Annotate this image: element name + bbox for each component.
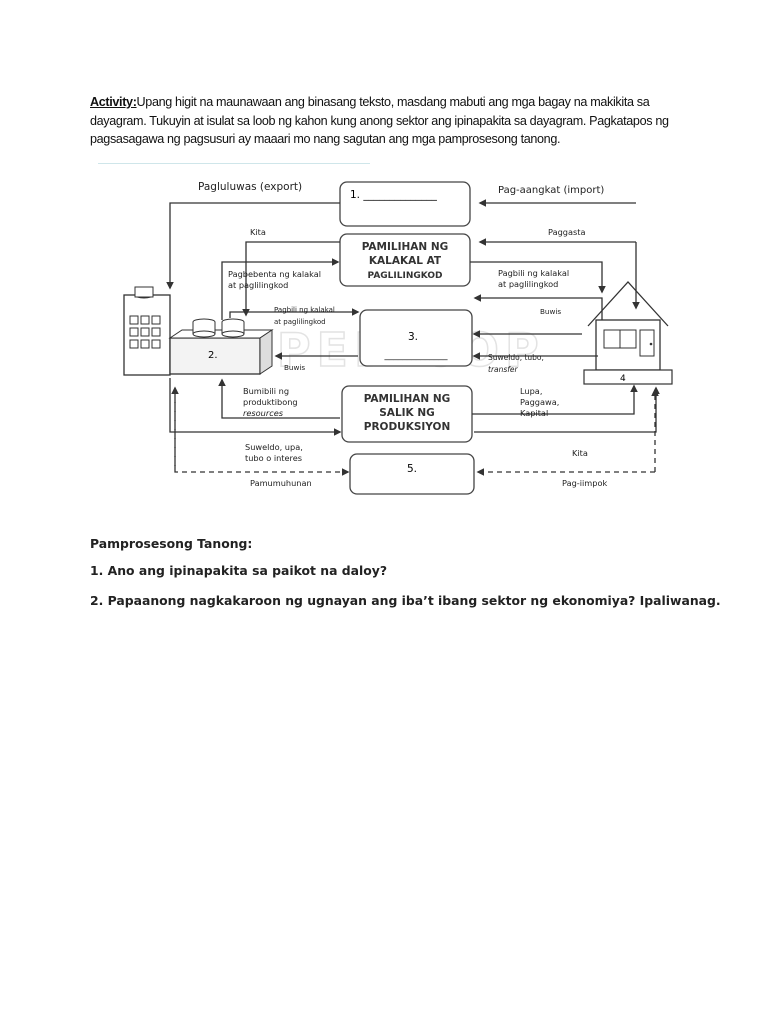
label-lupa-1: Lupa, bbox=[520, 386, 542, 396]
box-market-factors-line2: SALIK NG bbox=[379, 407, 434, 419]
label-lupa-3: Kapital bbox=[520, 408, 548, 418]
box-1: 1. ______________ bbox=[339, 181, 471, 227]
box-5: 5. bbox=[349, 453, 475, 495]
activity-label: Activity: bbox=[90, 95, 137, 109]
label-kita-top: Kita bbox=[250, 227, 266, 237]
activity-instructions: Activity:Upang higit na maunawaan ang bi… bbox=[90, 93, 690, 149]
question-2: 2. Papaanong nagkakaroon ng ugnayan ang … bbox=[90, 593, 721, 608]
label-paggasta: Paggasta bbox=[548, 227, 586, 237]
questions-heading: Pamprosesong Tanong: bbox=[90, 536, 253, 551]
label-pamumuhunan: Pamumuhunan bbox=[250, 478, 312, 488]
household-house-icon: 4 bbox=[583, 281, 673, 385]
label-pagbebenta-1: Pagbebenta ng kalakal bbox=[228, 269, 321, 279]
dashed-flow-arrows bbox=[171, 386, 659, 476]
label-lupa-2: Paggawa, bbox=[520, 397, 559, 407]
box-3-blank: ______________ bbox=[384, 351, 449, 361]
label-buwis-right: Buwis bbox=[540, 307, 561, 316]
box-3: 3. ______________ bbox=[359, 309, 473, 367]
box-1-text: 1. ______________ bbox=[350, 189, 438, 201]
label-bumibili-3: resources bbox=[243, 408, 284, 418]
label-pagbili-mid-1: Pagbili ng kalakal bbox=[274, 306, 335, 314]
box-5-text: 5. bbox=[407, 463, 417, 475]
diagram-labels: Pagluluwas (export) Pag-aangkat (import)… bbox=[198, 181, 607, 488]
label-suweldo-right-2: transfer bbox=[488, 365, 519, 374]
household-label: 4 bbox=[620, 374, 626, 384]
label-pagbili-right-2: at paglilingkod bbox=[498, 279, 558, 289]
label-bumibili-2: produktibong bbox=[243, 397, 298, 407]
box-market-goods-line3: PAGLILINGKOD bbox=[368, 271, 443, 281]
box-market-factors-line1: PAMILIHAN NG bbox=[364, 393, 451, 405]
label-pagbili-right-1: Pagbili ng kalakal bbox=[498, 268, 569, 278]
box-market-goods: PAMILIHAN NG KALAKAL AT PAGLILINGKOD bbox=[339, 233, 471, 287]
activity-text: Upang higit na maunawaan ang binasang te… bbox=[90, 95, 669, 146]
firm-label: 2. bbox=[208, 350, 218, 361]
firm-building-icon: 2. bbox=[123, 286, 274, 376]
label-import: Pag-aangkat (import) bbox=[498, 185, 604, 196]
box-market-factors: PAMILIHAN NG SALIK NG PRODUKSIYON bbox=[341, 385, 473, 443]
label-suweldo-left-1: Suweldo, upa, bbox=[245, 442, 303, 452]
label-buwis-left: Buwis bbox=[284, 363, 305, 372]
question-1: 1. Ano ang ipinapakita sa paikot na dalo… bbox=[90, 563, 388, 578]
label-pagbili-mid-2: at paglilingkod bbox=[274, 318, 326, 326]
circular-flow-diagram: DEPED COP 1. ______________ PAMILIHAN NG… bbox=[123, 181, 673, 495]
label-suweldo-left-2: tubo o interes bbox=[245, 453, 302, 463]
box-market-goods-line2: KALAKAL AT bbox=[369, 255, 442, 267]
box-3-number: 3. bbox=[408, 331, 418, 343]
box-market-factors-line3: PRODUKSIYON bbox=[364, 421, 451, 433]
label-pagbebenta-2: at paglilingkod bbox=[228, 280, 288, 290]
box-market-goods-line1: PAMILIHAN NG bbox=[362, 241, 449, 253]
divider-line bbox=[98, 163, 370, 164]
flow-arrows bbox=[166, 199, 660, 436]
label-suweldo-right-1: Suweldo, tubo, bbox=[488, 353, 544, 362]
label-pagiimpok: Pag-iimpok bbox=[562, 478, 607, 488]
label-export: Pagluluwas (export) bbox=[198, 181, 302, 193]
label-kita-bottom: Kita bbox=[572, 448, 588, 458]
label-bumibili-1: Bumibili ng bbox=[243, 386, 289, 396]
